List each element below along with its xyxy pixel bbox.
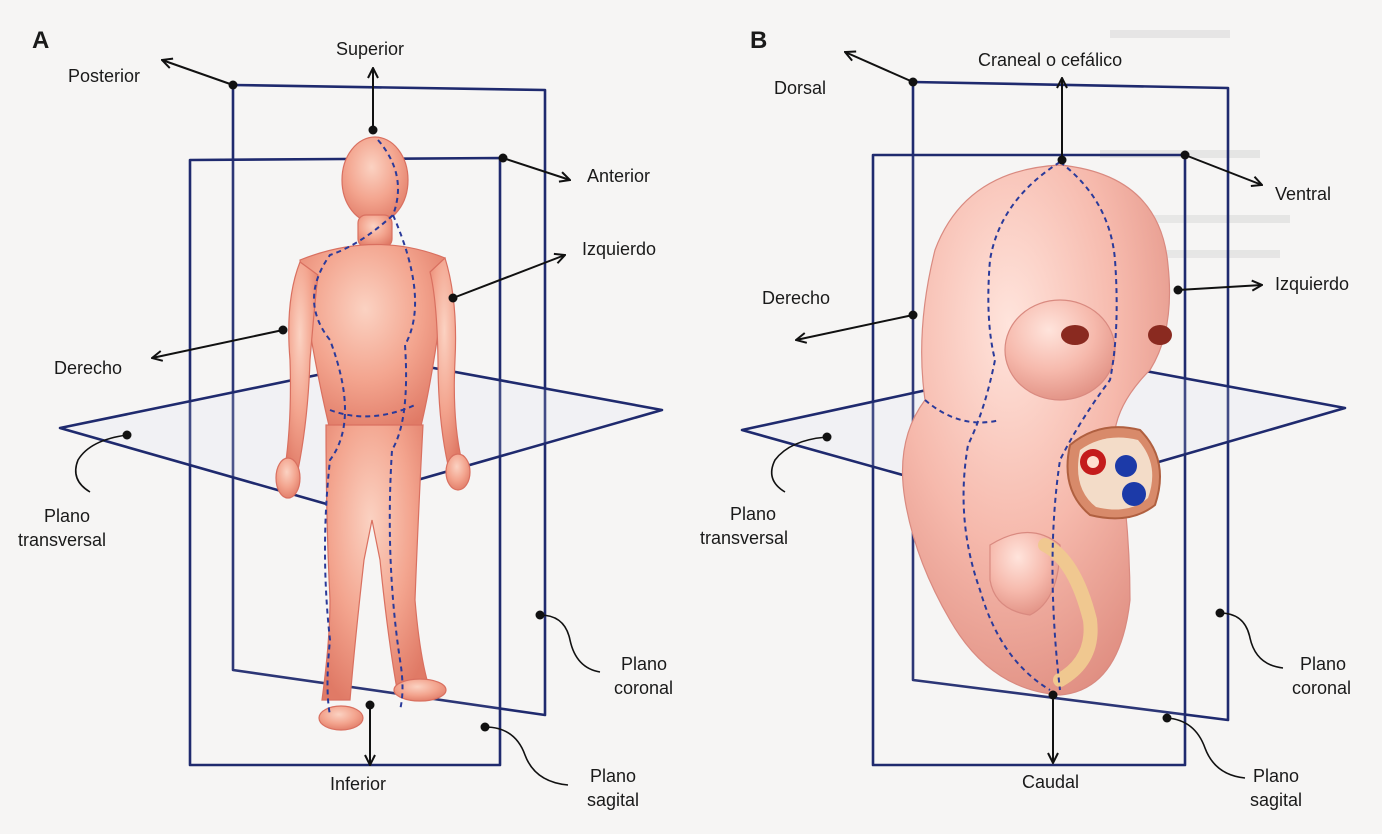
label-plano-sagital-a-2: sagital xyxy=(587,790,639,810)
label-anterior: Anterior xyxy=(587,166,650,186)
panel-a-letter: A xyxy=(32,27,49,54)
label-plano-transversal-a-1: Plano xyxy=(44,506,90,526)
label-posterior: Posterior xyxy=(68,66,140,86)
coronal-leader-b xyxy=(1220,613,1283,668)
label-plano-sagital-b-1: Plano xyxy=(1253,766,1299,786)
label-izquierdo-b: Izquierdo xyxy=(1275,274,1349,294)
label-plano-transversal-b-1: Plano xyxy=(730,504,776,524)
coronal-leader-a xyxy=(540,615,600,672)
label-plano-coronal-b-1: Plano xyxy=(1300,654,1346,674)
label-craneal: Craneal o cefálico xyxy=(978,50,1122,70)
label-derecho-b: Derecho xyxy=(762,288,830,308)
label-dorsal: Dorsal xyxy=(774,78,826,98)
panel-a: A xyxy=(18,27,673,810)
label-inferior: Inferior xyxy=(330,774,386,794)
label-plano-transversal-a-2: transversal xyxy=(18,530,106,550)
dorsal-arrow xyxy=(845,52,913,82)
label-plano-transversal-b-2: transversal xyxy=(700,528,788,548)
label-plano-sagital-a-1: Plano xyxy=(590,766,636,786)
label-caudal: Caudal xyxy=(1022,772,1079,792)
panel-b-letter: B xyxy=(750,27,767,54)
label-plano-coronal-a-1: Plano xyxy=(621,654,667,674)
label-plano-coronal-a-2: coronal xyxy=(614,678,673,698)
label-ventral: Ventral xyxy=(1275,184,1331,204)
posterior-arrow xyxy=(162,60,233,85)
label-superior: Superior xyxy=(336,39,404,59)
panel-b: B xyxy=(700,27,1351,810)
label-plano-coronal-b-2: coronal xyxy=(1292,678,1351,698)
label-izquierdo-a: Izquierdo xyxy=(582,239,656,259)
label-derecho-a: Derecho xyxy=(54,358,122,378)
label-plano-sagital-b-2: sagital xyxy=(1250,790,1302,810)
